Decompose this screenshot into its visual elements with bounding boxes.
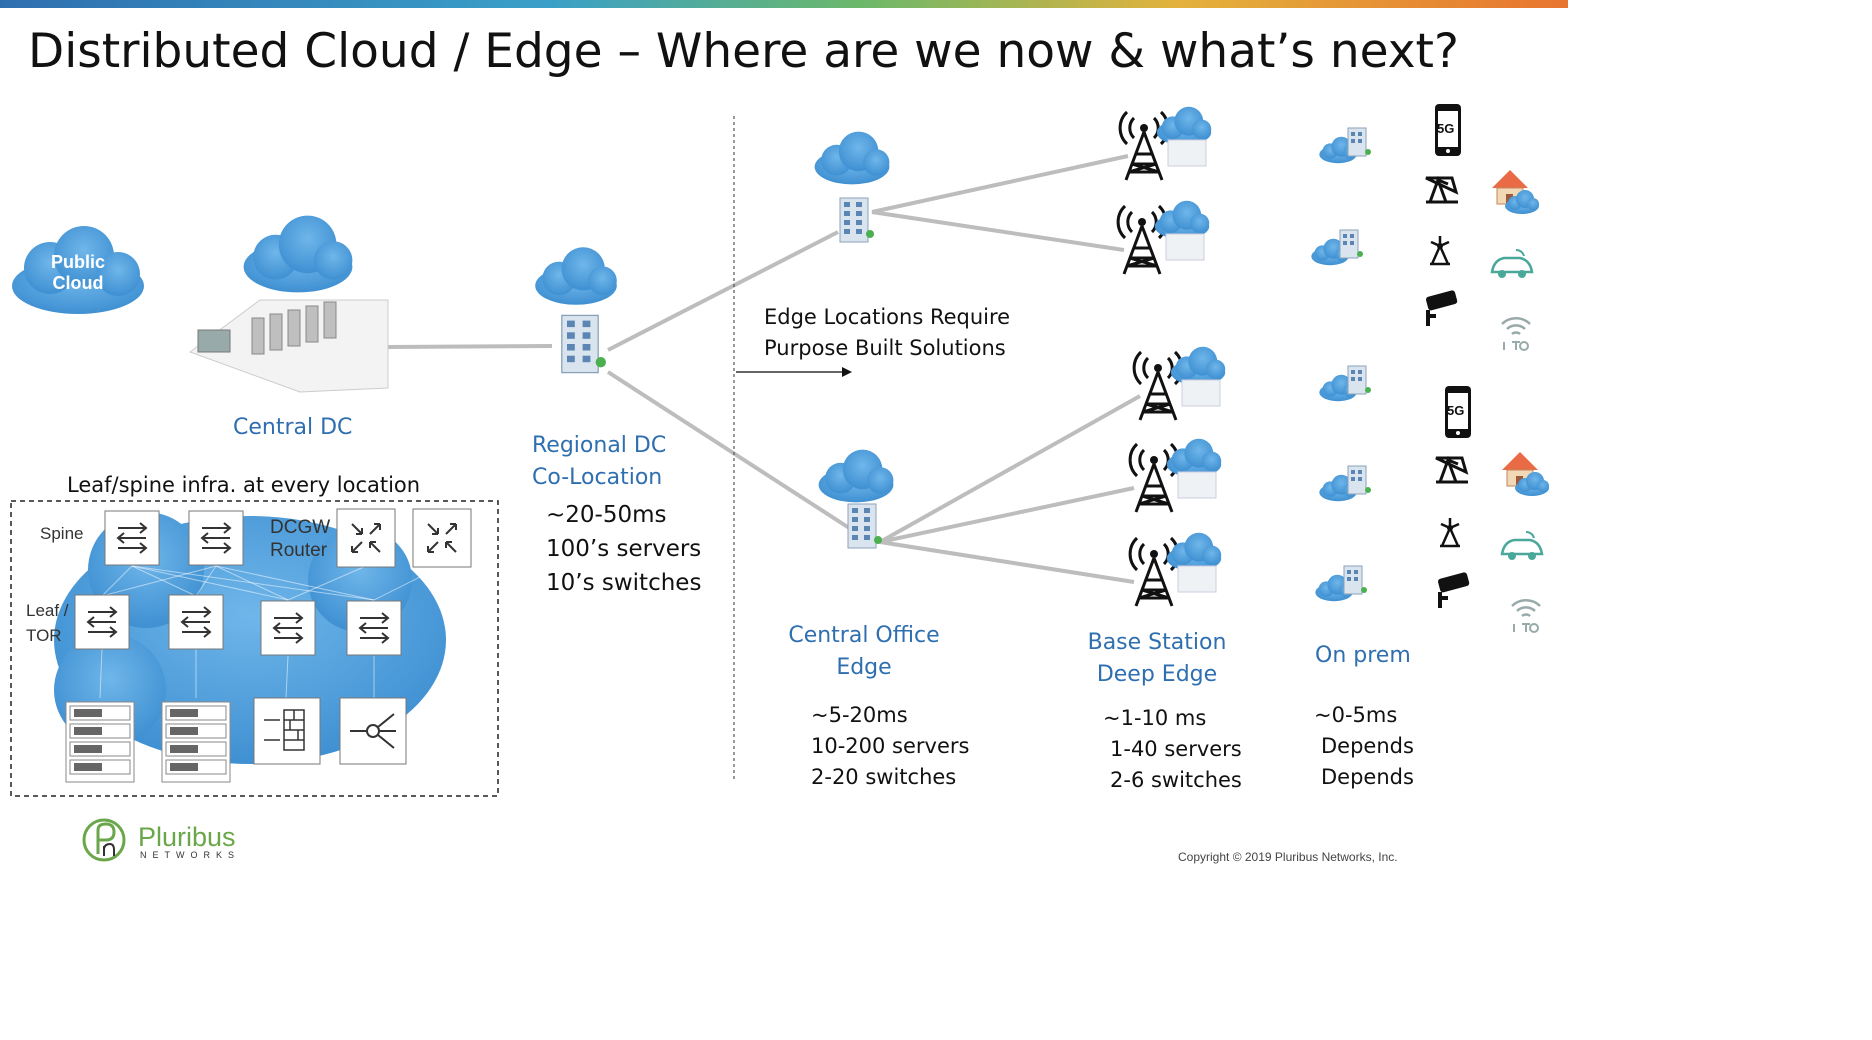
phone-5g-label: 5G: [1447, 403, 1465, 418]
dcgw-label-line1: DCGW: [270, 517, 331, 538]
leaf-spine-caption: Leaf/spine infra. at every location: [67, 473, 421, 497]
dcgw-router-label: DCGW Router: [270, 516, 330, 562]
regional-dc-cloud-icon: [535, 247, 617, 305]
cell-tower-icon: [1134, 347, 1225, 420]
dcgw-label-line2: Router: [270, 540, 328, 561]
regional-dc-stats: ~20-50ms 100’s servers 10’s switches: [546, 498, 701, 600]
leaf-switch-icon: [346, 600, 402, 656]
house-icon: [1502, 452, 1549, 496]
firewall-icon: [253, 697, 321, 765]
central-office-label: Central Office Edge: [774, 620, 954, 684]
central-office-cloud-icon-bottom: [818, 449, 894, 503]
connection-lines: [387, 154, 1141, 584]
regional-dc-latency: ~20-50ms: [546, 502, 667, 528]
spine-switch-icon: [104, 510, 160, 566]
leaf-switch-icon: [74, 594, 130, 650]
oil-pump-icon: [1424, 176, 1460, 204]
central-office-label-line1: Central Office: [788, 623, 940, 648]
datacenter-icon: [188, 299, 389, 393]
pluribus-logo-text: Pluribus: [138, 822, 236, 852]
leaf-spine-box: [10, 500, 499, 797]
public-cloud-label-line2: Cloud: [52, 273, 104, 293]
central-dc-label: Central DC: [233, 415, 353, 440]
house-icon: [1492, 170, 1539, 214]
regional-dc-label-line2: Co-Location: [532, 465, 663, 490]
on-prem-switches: Depends: [1321, 765, 1414, 789]
server-rack-icon: [161, 701, 231, 783]
iot-wifi-icon: [1500, 317, 1532, 352]
public-cloud-icon: [12, 226, 144, 314]
base-station-label-line1: Base Station: [1087, 630, 1227, 655]
leaf-label-line1: Leaf /: [26, 601, 69, 620]
base-station-stats: ~1-10 ms 1-40 servers 2-6 switches: [1103, 703, 1242, 796]
page-title: Distributed Cloud / Edge – Where are we …: [28, 24, 1459, 79]
central-office-latency: ~5-20ms: [811, 703, 908, 727]
central-office-label-line2: Edge: [836, 655, 892, 680]
regional-dc-label-line1: Regional DC: [532, 433, 667, 458]
public-cloud-label-line1: Public: [50, 252, 105, 272]
cell-tower-icon: [1130, 439, 1221, 512]
pluribus-logo-icon: [82, 818, 126, 862]
base-station-label: Base Station Deep Edge: [1070, 627, 1244, 691]
connected-car-icon: [1500, 530, 1544, 562]
mesh-links: [99, 565, 443, 699]
base-station-servers: 1-40 servers: [1110, 737, 1242, 761]
on-prem-building-icon: [1315, 566, 1367, 601]
pluribus-logo-subtext: NETWORKS: [140, 850, 241, 860]
central-office-switches: 2-20 switches: [811, 765, 957, 789]
base-station-label-line2: Deep Edge: [1096, 662, 1218, 687]
windmill-icon: [1438, 516, 1462, 548]
copyright-text: Copyright © 2019 Pluribus Networks, Inc.: [1178, 850, 1398, 864]
diagram-canvas: [10, 104, 1568, 862]
base-station-latency: ~1-10 ms: [1103, 706, 1207, 730]
cell-tower-icon: [1130, 533, 1221, 606]
security-camera-icon: [1423, 287, 1460, 328]
public-cloud-label: Public Cloud: [50, 252, 106, 294]
regional-dc-servers: 100’s servers: [546, 536, 702, 562]
load-balancer-icon: [339, 697, 407, 765]
regional-dc-building-icon: [561, 314, 607, 374]
security-camera-icon: [1435, 569, 1472, 610]
edge-note-line2: Purpose Built Solutions: [764, 336, 1006, 360]
edge-note: Edge Locations Require Purpose Built Sol…: [764, 302, 1010, 364]
leaf-label-line2: TOR: [26, 626, 62, 645]
on-prem-building-icon: [1319, 128, 1371, 163]
leaf-switch-icon: [260, 600, 316, 656]
central-dc-cloud-icon: [243, 215, 353, 293]
dcgw-router-icon: [412, 508, 472, 568]
on-prem-label: On prem: [1315, 643, 1411, 668]
iot-wifi-icon: [1510, 599, 1542, 634]
top-gradient-bar: [0, 0, 1568, 8]
spine-label: Spine: [40, 524, 84, 543]
on-prem-building-icon: [1311, 230, 1363, 265]
cell-tower-icon: [1120, 107, 1211, 180]
leaf-switch-icon: [168, 594, 224, 650]
on-prem-stats: ~0-5ms Depends Depends: [1314, 700, 1414, 793]
oil-pump-icon: [1434, 456, 1470, 484]
on-prem-servers: Depends: [1321, 734, 1414, 758]
on-prem-latency: ~0-5ms: [1314, 703, 1398, 727]
phone-5g-label: 5G: [1437, 121, 1455, 136]
regional-dc-switches: 10’s switches: [546, 570, 702, 596]
central-office-building-icon-top: [839, 197, 875, 243]
spine-switch-icon: [188, 510, 244, 566]
on-prem-building-icon: [1319, 466, 1371, 501]
arrow: [736, 367, 852, 377]
central-office-cloud-icon-top: [814, 131, 890, 185]
base-station-switches: 2-6 switches: [1110, 768, 1242, 792]
server-rack-icon: [65, 701, 135, 783]
central-office-stats: ~5-20ms 10-200 servers 2-20 switches: [811, 700, 969, 793]
leaf-tor-label: Leaf / TOR: [26, 598, 69, 648]
regional-dc-label: Regional DC Co-Location: [532, 430, 666, 494]
connected-car-icon: [1490, 248, 1534, 280]
windmill-icon: [1428, 234, 1452, 266]
edge-note-line1: Edge Locations Require: [764, 305, 1011, 329]
central-office-building-icon-bottom: [847, 503, 883, 549]
on-prem-building-icon: [1319, 366, 1371, 401]
central-office-servers: 10-200 servers: [811, 734, 970, 758]
cell-tower-icon: [1118, 201, 1209, 274]
dcgw-router-icon: [336, 508, 396, 568]
